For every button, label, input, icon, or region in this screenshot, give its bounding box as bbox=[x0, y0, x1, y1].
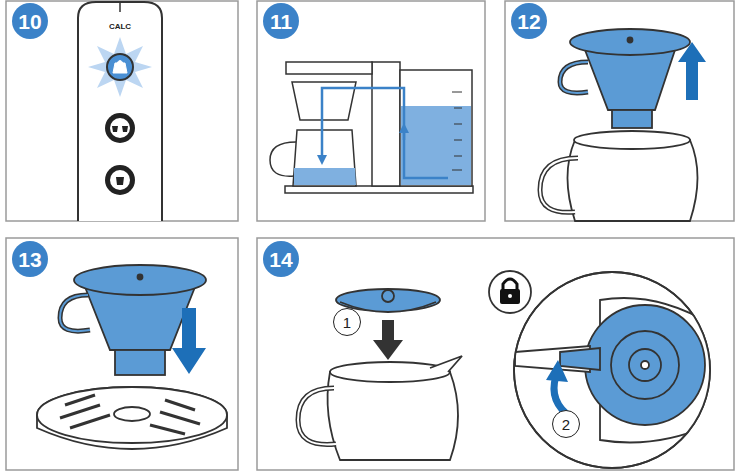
step-number: 11 bbox=[263, 3, 299, 39]
number-text: 13 bbox=[18, 249, 41, 270]
step-number: 14 bbox=[263, 241, 299, 277]
callout-number: 1 bbox=[333, 308, 361, 336]
filter-and-disc bbox=[37, 265, 227, 449]
number-text: 14 bbox=[269, 249, 292, 270]
jug-and-filter bbox=[540, 29, 706, 221]
step-number: 13 bbox=[12, 241, 48, 277]
number-text: 1 bbox=[343, 315, 351, 330]
number-text: 11 bbox=[270, 11, 292, 32]
callout-number: 2 bbox=[552, 410, 580, 438]
panel-frames bbox=[6, 1, 734, 470]
jug-with-lid bbox=[298, 289, 462, 460]
number-text: 2 bbox=[562, 417, 570, 432]
zoom-detail bbox=[489, 271, 720, 468]
coffee-machine bbox=[270, 62, 473, 193]
button-label: CALC bbox=[109, 23, 131, 31]
step-number: 12 bbox=[511, 3, 547, 39]
number-text: 10 bbox=[18, 11, 41, 32]
control-panel bbox=[78, 2, 162, 221]
step-number: 10 bbox=[12, 3, 48, 39]
number-text: 12 bbox=[517, 11, 540, 32]
